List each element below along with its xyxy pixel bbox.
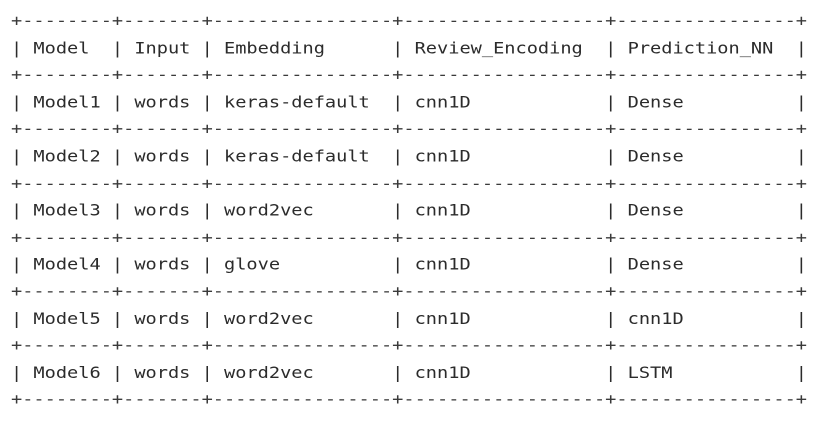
- table-rule: +--------+-------+----------------+-----…: [11, 390, 807, 410]
- table-rule: +--------+-------+----------------+-----…: [11, 228, 807, 248]
- table-row: | Model2 | words | keras-default | cnn1D…: [11, 147, 807, 167]
- table-row: | Model5 | words | word2vec | cnn1D | cn…: [11, 309, 807, 329]
- table-row: | Model4 | words | glove | cnn1D | Dense…: [11, 255, 807, 275]
- table-rule: +--------+-------+----------------+-----…: [11, 336, 807, 356]
- ascii-table: +--------+-------+----------------+-----…: [11, 8, 807, 414]
- table-rule: +--------+-------+----------------+-----…: [11, 120, 807, 139]
- table-row: | Model6 | words | word2vec | cnn1D | LS…: [11, 363, 807, 383]
- table-rule: +--------+-------+----------------+-----…: [11, 11, 807, 31]
- table-rule: +--------+-------+----------------+-----…: [11, 65, 807, 85]
- table-rule: +--------+-------+----------------+-----…: [11, 174, 807, 194]
- table-row: | Model3 | words | word2vec | cnn1D | De…: [11, 201, 807, 221]
- table-row: | Model1 | words | keras-default | cnn1D…: [11, 92, 807, 112]
- table-rule: +--------+-------+----------------+-----…: [11, 282, 807, 302]
- table-header-row: | Model | Input | Embedding | Review_Enc…: [11, 38, 807, 58]
